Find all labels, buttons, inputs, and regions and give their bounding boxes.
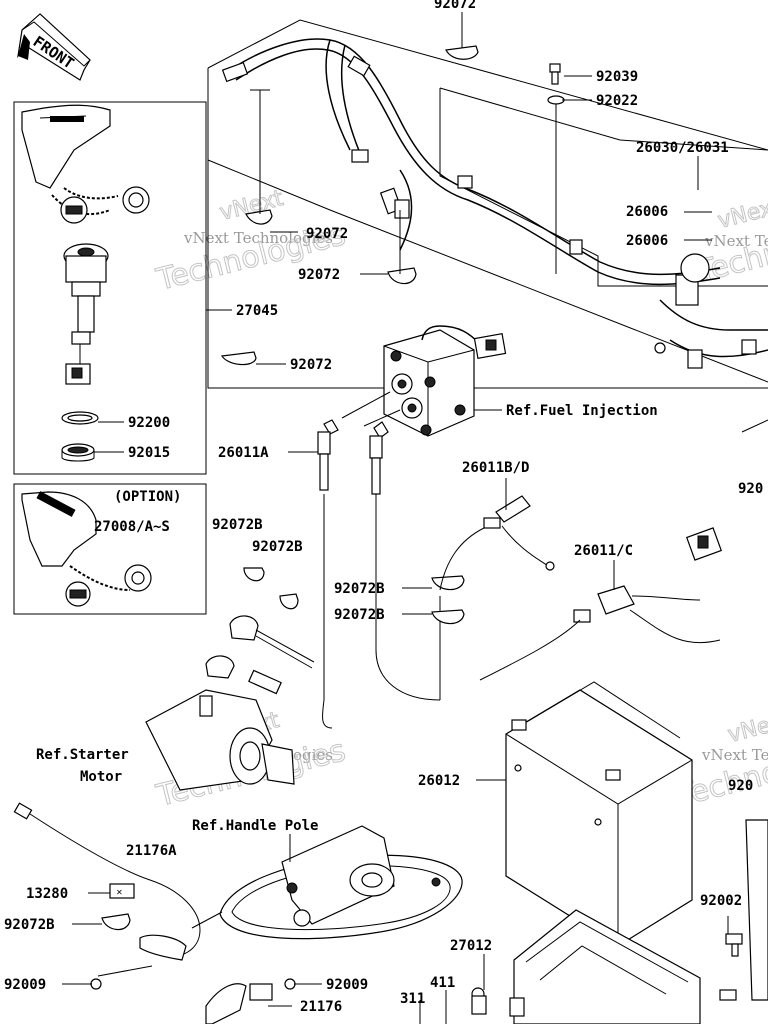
label-92072-b[interactable]: 92072 [298,267,340,283]
label-option: (OPTION) [114,489,181,505]
label-92022[interactable]: 92022 [596,93,638,109]
label-27008[interactable]: 27008/A~S [94,519,170,535]
label-27012[interactable]: 27012 [450,938,492,954]
watermark-vnext-4: vNext [725,708,768,748]
starter-relay [341,325,507,437]
decal-mark: ✕ [116,888,123,897]
part-labels: 92072 92039 92022 26030/26031 26006 2600… [4,0,763,1015]
label-edge-920[interactable]: 920 [728,778,753,794]
label-411[interactable]: 411 [430,975,455,991]
harness-panel [207,19,768,389]
ignition-key-box [13,101,207,475]
label-92009-a[interactable]: 92009 [4,977,46,993]
label-26011bd[interactable]: 26011B/D [462,460,529,476]
starter-motor [145,615,315,791]
label-92002[interactable]: 92002 [700,893,742,909]
battery-tray [513,909,701,1024]
label-92072-c[interactable]: 92072 [290,357,332,373]
battery [505,681,693,947]
label-26006-b[interactable]: 26006 [626,233,668,249]
label-92015[interactable]: 92015 [128,445,170,461]
label-21176[interactable]: 21176 [300,999,342,1015]
label-26011c[interactable]: 26011/C [574,543,633,559]
battery-cables [439,495,723,681]
label-92072b-b[interactable]: 92072B [252,539,303,555]
clamps-92072b [101,567,465,931]
label-ref-starter[interactable]: Ref.Starter [36,747,129,763]
label-92072b-e[interactable]: 92072B [4,917,55,933]
label-26030-26031[interactable]: 26030/26031 [636,140,729,156]
label-92200[interactable]: 92200 [128,415,170,431]
wire-21176a: ✕ [13,802,201,961]
label-92072b-d[interactable]: 92072B [334,607,385,623]
watermark-vnext-3: vNext [715,194,768,234]
watermark-caption-3: vNext Technologies [704,232,768,250]
label-26011a[interactable]: 26011A [218,445,269,461]
label-26012[interactable]: 26012 [418,773,460,789]
label-92072b-c[interactable]: 92072B [334,581,385,597]
relay-lead-wires [317,419,441,729]
main-wire-harness [221,38,768,369]
clamps-92072 [221,45,479,366]
label-311[interactable]: 311 [400,991,425,1007]
front-arrow-icon: FRONT [17,13,91,81]
label-13280[interactable]: 13280 [26,886,68,902]
label-26006-a[interactable]: 26006 [626,204,668,220]
handle-pole-assembly [191,825,463,940]
bottom-hardware [90,819,768,1024]
label-ref-fuel-injection[interactable]: Ref.Fuel Injection [506,403,658,419]
label-27045[interactable]: 27045 [236,303,278,319]
option-key-box [13,483,207,615]
label-92072b-a[interactable]: 92072B [212,517,263,533]
leader-lines [62,12,768,1024]
watermark-caption-4: vNext Technologies [701,746,768,764]
label-92072-top[interactable]: 92072 [434,0,476,12]
label-92072-a[interactable]: 92072 [306,226,348,242]
label-edge-920c[interactable]: 920 [738,481,763,497]
label-ref-starter-motor[interactable]: Motor [80,769,122,785]
label-92039[interactable]: 92039 [596,69,638,85]
label-21176a[interactable]: 21176A [126,843,177,859]
label-92009-b[interactable]: 92009 [326,977,368,993]
bolt-92039 [547,63,565,274]
watermark-caption-1: vNext Technologies [183,229,333,247]
label-ref-handle-pole[interactable]: Ref.Handle Pole [192,818,318,834]
